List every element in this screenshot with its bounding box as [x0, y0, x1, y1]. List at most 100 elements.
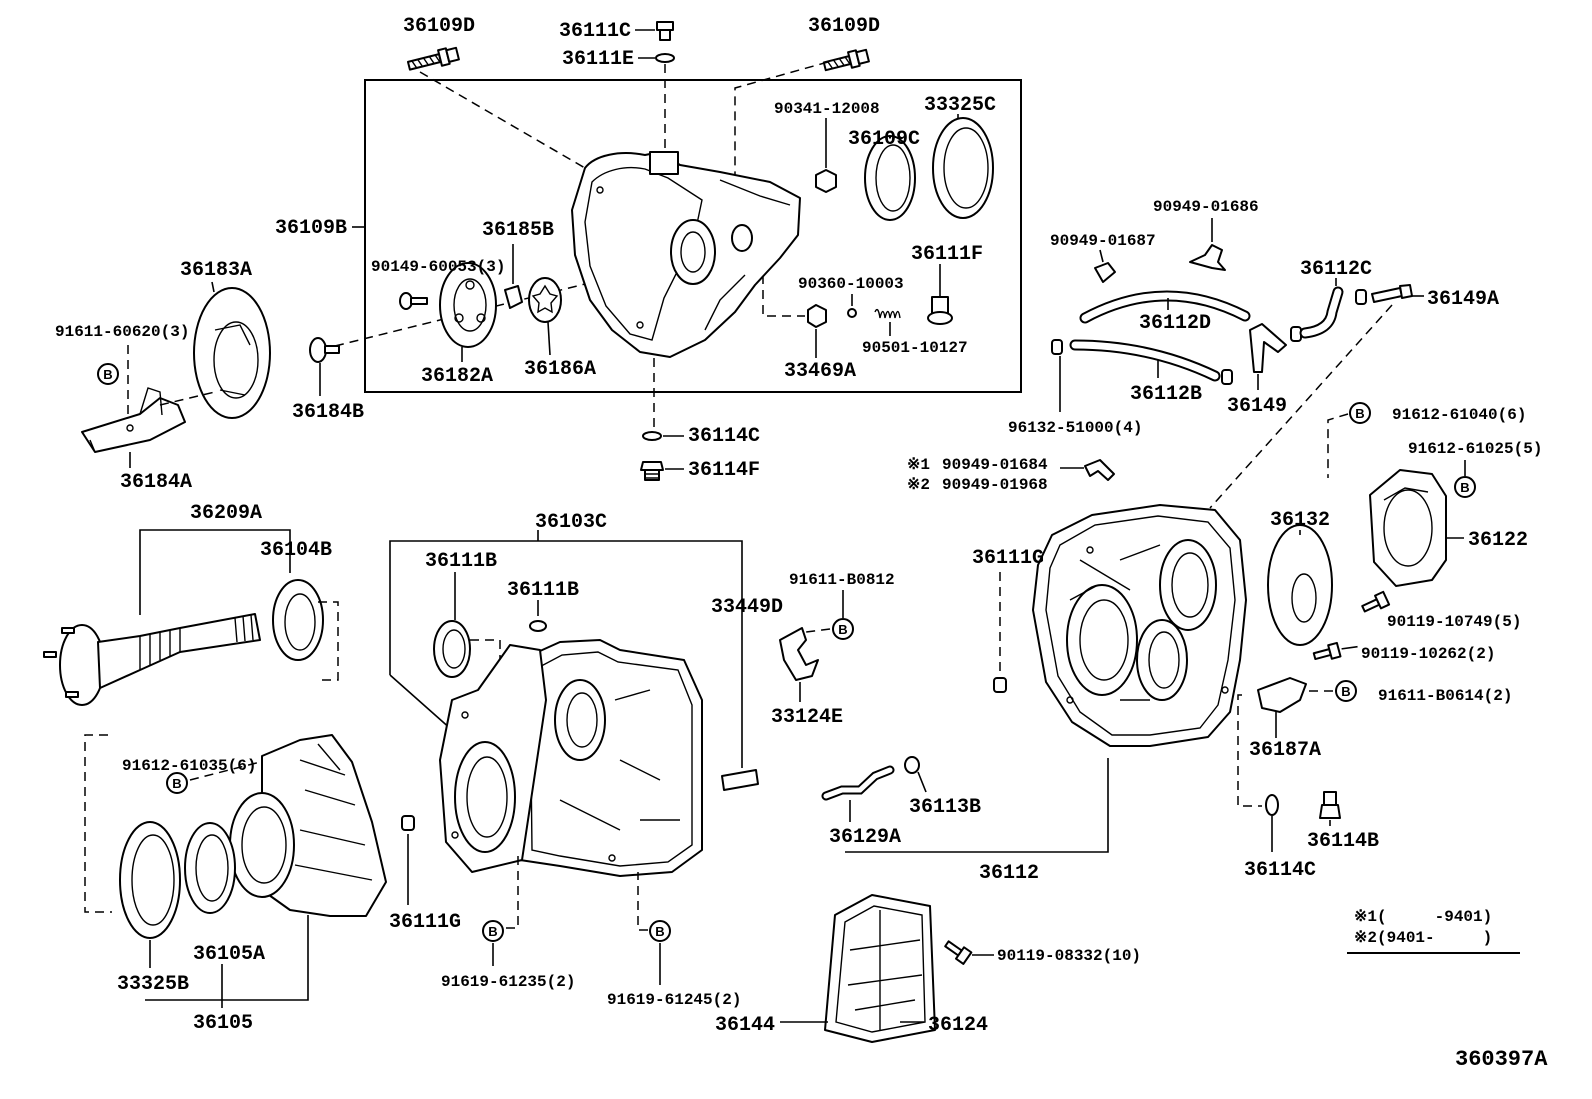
svg-text:B: B: [103, 367, 112, 382]
part-label-36182a: 36182A: [421, 365, 493, 388]
part-label-36105a: 36105A: [193, 943, 265, 966]
part-label-91611-60620: 91611-60620(3): [55, 323, 189, 341]
gear-36186a: [528, 277, 562, 356]
part-label-36185b: 36185B: [482, 219, 554, 242]
part-label-91612-61035: 91612-61035(6): [122, 757, 256, 775]
svg-text:B: B: [1355, 406, 1364, 421]
part-label-90119-10262: 90119-10262(2): [1361, 645, 1495, 663]
clip-90949-01684: [1060, 459, 1115, 481]
part-label-36111g: 36111G: [972, 547, 1044, 570]
gasket-36111e: [638, 53, 675, 63]
part-label-91612-61040: 91612-61040(6): [1392, 406, 1526, 424]
plug-36184b: [309, 337, 340, 396]
bracket-36103c: [389, 530, 743, 768]
hose-36112c: [1299, 278, 1344, 339]
oil-pan-36124: [824, 894, 936, 1043]
part-label-90119-08332: 90119-08332(10): [997, 947, 1141, 965]
part-label-36109b: 36109B: [275, 217, 347, 240]
part-label-90949-01684: 90949-01684: [942, 456, 1048, 474]
pad-33449d: [721, 769, 759, 791]
part-label-36109c: 36109C: [848, 128, 920, 151]
part-label-90501-10127: 90501-10127: [862, 339, 968, 357]
dashed-leader-bolt-left: [419, 71, 586, 169]
pin-36111g-left: [401, 815, 415, 905]
part-label-96132-51000: 96132-51000(4): [1008, 419, 1142, 437]
part-label-33449d: 33449D: [711, 596, 783, 619]
plug-36114b: [1319, 791, 1341, 826]
plug-36114f: [640, 461, 684, 481]
part-label-36112c: 36112C: [1300, 258, 1372, 281]
dashed-leader-91619-61235: [506, 850, 519, 929]
oil-seal-36109c: [864, 135, 916, 221]
part-label-91611-b0812: 91611-B0812: [789, 571, 895, 589]
svg-text:B: B: [172, 776, 181, 791]
part-label-36186a: 36186A: [524, 358, 596, 381]
bracket-33124e: [779, 627, 819, 702]
hose-36112d: [1079, 290, 1251, 324]
plug-36111f: [927, 264, 953, 325]
output-shaft-36209a: [43, 613, 261, 706]
part-label-36111b: 36111B: [425, 550, 497, 573]
part-label-36103c: 36103C: [535, 511, 607, 534]
part-label-36149: 36149: [1227, 395, 1287, 418]
dashed-leader-36114c: [1237, 694, 1262, 807]
plate-36185b: [504, 244, 523, 309]
bolt-90119-10749: [1361, 590, 1391, 613]
svg-text:B: B: [488, 924, 497, 939]
part-label-36111c: 36111C: [559, 20, 631, 43]
bracket-36209a: [139, 529, 291, 615]
plug-90341-12008: [815, 118, 837, 193]
clamp-96132-51000: [1051, 289, 1367, 412]
note-mark-2: ※2: [907, 476, 930, 494]
part-label-36111e: 36111E: [562, 48, 634, 71]
subassembly-frame-36109b: [364, 79, 1022, 393]
bolt-marker-b: B: [1335, 680, 1357, 702]
dashed-leader-36149a: [1209, 304, 1393, 509]
part-label-36184b: 36184B: [292, 401, 364, 424]
bolt-marker-b: B: [97, 363, 119, 385]
clip-90949-01686: [1189, 218, 1226, 271]
tube-36129a: [821, 765, 895, 822]
part-label-36129a: 36129A: [829, 826, 901, 849]
clip-90949-01687: [1094, 249, 1116, 283]
bearing-retainer-36182a: [439, 262, 497, 362]
note-mark-1: ※1: [907, 456, 930, 474]
part-label-36209a: 36209A: [190, 502, 262, 525]
bolt-36109d-right: [822, 48, 870, 72]
dashed-bracket-36104b: [318, 601, 339, 681]
footnote-1: ※1( -9401): [1354, 908, 1492, 926]
cover-36184a: [81, 387, 186, 468]
oil-seal-33325b: [119, 821, 181, 968]
svg-text:B: B: [1460, 480, 1469, 495]
part-label-33325c: 33325C: [924, 94, 996, 117]
spring-90501-10127: [874, 308, 901, 336]
plug-36111c: [635, 21, 674, 41]
dashed-leader-91612-61035: [189, 759, 269, 781]
diagram-code: 360397A: [1455, 1047, 1548, 1072]
hose-36112b: [1069, 339, 1221, 382]
oil-seal-36104b: [272, 579, 324, 661]
part-label-33469a: 33469A: [784, 360, 856, 383]
part-label-36149a: 36149A: [1427, 288, 1499, 311]
part-label-90341-12008: 90341-12008: [774, 100, 880, 118]
part-label-90949-01687: 90949-01687: [1050, 232, 1156, 250]
footnote-2: ※2(9401- ): [1354, 929, 1492, 947]
part-label-36144: 36144: [715, 1014, 775, 1037]
oil-seal-36132: [1267, 524, 1333, 646]
transfer-case-36112: [1032, 504, 1247, 747]
part-label-36114c: 36114C: [1244, 859, 1316, 882]
part-label-36124: 36124: [928, 1014, 988, 1037]
bushing-36105a: [184, 822, 236, 914]
nut-33469a: [807, 304, 827, 358]
part-label-36187a: 36187A: [1249, 739, 1321, 762]
part-label-36109d: 36109D: [403, 15, 475, 38]
part-label-36184a: 36184A: [120, 471, 192, 494]
plate-36187a: [1257, 677, 1307, 738]
bolt-marker-b: B: [1349, 402, 1371, 424]
part-label-36111f: 36111F: [911, 243, 983, 266]
part-label-91619-61235: 91619-61235(2): [441, 973, 575, 991]
dashed-leader-bolt-right: [734, 61, 829, 217]
part-label-91619-61245: 91619-61245(2): [607, 991, 741, 1009]
part-label-90949-01968: 90949-01968: [942, 476, 1048, 494]
